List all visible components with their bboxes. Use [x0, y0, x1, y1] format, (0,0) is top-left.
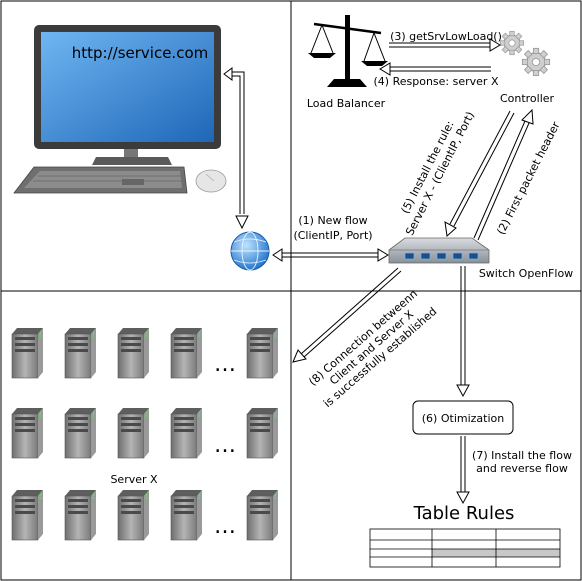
scale-icon: [308, 15, 388, 87]
server-rack: [11, 327, 279, 541]
server-x-label: Server X: [110, 473, 158, 486]
optimization-box: [412, 400, 514, 435]
arrow-to-optimization: [456, 266, 470, 398]
ellipsis-row-2: …: [214, 433, 236, 458]
switch-label: Switch OpenFlow: [479, 267, 573, 280]
msg-get-srv: (3) getSrvLowLoad(): [390, 30, 502, 43]
switch-icon: [388, 237, 490, 264]
arrow-connection: [292, 267, 402, 363]
mouse-icon: [195, 169, 227, 193]
arrow-install-flow: [456, 436, 470, 505]
arrow-install-rule: [444, 110, 515, 237]
computer: http://service.com: [13, 25, 227, 194]
globe-icon: [230, 231, 270, 271]
arrow-first-packet: [473, 108, 534, 241]
table-rules-title: Table Rules: [413, 503, 515, 524]
msg-new-flow-1: (1) New flow: [298, 214, 367, 227]
ellipsis-row-1: …: [214, 352, 236, 377]
computer-url: http://service.com: [72, 44, 209, 62]
monitor-icon: [34, 25, 221, 165]
gears-icon: [499, 30, 551, 77]
load-balancer-label: Load Balancer: [307, 97, 386, 110]
arrows: [223, 38, 534, 505]
arrow-get-srv: [389, 38, 501, 52]
optimization-label: (6) Otimization: [422, 412, 504, 425]
arrow-response: [379, 62, 491, 76]
arrow-new-flow: [272, 248, 389, 262]
msg-response: (4) Response: server X: [374, 75, 499, 88]
keyboard-icon: [13, 166, 188, 194]
msg-install-flow-1: (7) Install the flow: [472, 449, 572, 462]
ellipsis-row-3: …: [214, 514, 236, 539]
msg-install-flow-2: and reverse flow: [476, 462, 568, 475]
msg-new-flow-2: (ClientIP, Port): [293, 229, 372, 242]
rules-table: [369, 528, 561, 568]
arrow-monitor-globe: [223, 67, 249, 230]
controller-label: Controller: [500, 92, 555, 105]
